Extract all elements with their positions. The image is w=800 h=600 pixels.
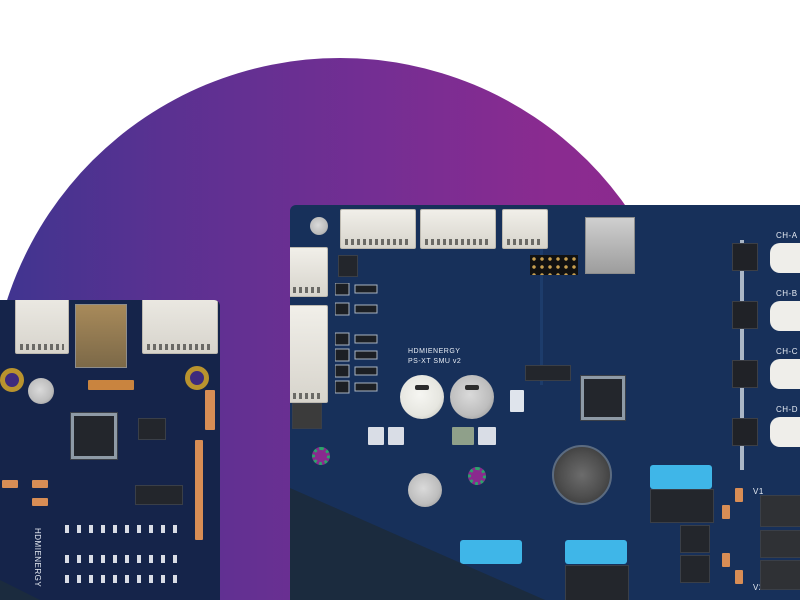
- ic-chip: [680, 525, 710, 553]
- component: [510, 390, 524, 412]
- connector: [420, 209, 496, 249]
- resistor: [2, 480, 18, 488]
- ic-chip: [138, 418, 166, 440]
- connector: [142, 300, 218, 354]
- component-array: [65, 525, 177, 583]
- relay: [650, 465, 712, 489]
- optocoupler: [732, 243, 758, 271]
- coin-cell-holder: [552, 445, 612, 505]
- resistor: [32, 480, 48, 488]
- voltage-label: V2: [753, 583, 764, 592]
- relay-base: [650, 489, 714, 523]
- microcontroller-chip: [70, 412, 118, 460]
- electrolytic-capacitor: [400, 375, 444, 419]
- connector: [290, 247, 328, 297]
- power-inductor: [408, 473, 442, 507]
- inductor: [368, 427, 384, 445]
- channel-label: CH-B: [776, 289, 798, 298]
- left-pcb-board: HDMIENERGY: [0, 300, 220, 600]
- resistor: [722, 505, 730, 519]
- ic-chip: [338, 255, 358, 277]
- board-model-label: PS-XT SMU v2: [408, 358, 462, 365]
- sd-card-slot: [585, 217, 635, 274]
- ic-chip: [680, 555, 710, 583]
- optocoupler: [732, 301, 758, 329]
- header: [195, 440, 203, 540]
- connector-small: [525, 365, 571, 381]
- inductor: [28, 378, 54, 404]
- power-transistor: [760, 530, 800, 558]
- sd-card-slot: [75, 304, 127, 368]
- board-brand-label: HDMIENERGY: [408, 348, 461, 355]
- mounting-hole: [185, 366, 209, 390]
- test-point: [468, 467, 486, 485]
- resistor: [722, 553, 730, 567]
- inductor: [478, 427, 496, 445]
- header: [205, 390, 215, 430]
- electrolytic-capacitor: [450, 375, 494, 419]
- connector: [15, 300, 69, 354]
- channel-label: CH-A: [776, 231, 798, 240]
- switch: [292, 403, 322, 429]
- terminal-ch-a: [770, 243, 800, 273]
- power-transistor: [760, 495, 800, 527]
- mosfet-array: [335, 283, 378, 394]
- connector: [502, 209, 548, 249]
- mounting-standoff: [310, 217, 328, 235]
- ic-chip: [135, 485, 183, 505]
- relay-base: [565, 565, 629, 600]
- relay: [460, 540, 522, 564]
- header: [88, 380, 134, 390]
- terminal-ch-c: [770, 359, 800, 389]
- optocoupler: [732, 360, 758, 388]
- channel-label: CH-D: [776, 405, 798, 414]
- terminal-ch-b: [770, 301, 800, 331]
- test-point: [312, 447, 330, 465]
- voltage-label: V1: [753, 487, 764, 496]
- resistor: [32, 498, 48, 506]
- inductor: [452, 427, 474, 445]
- power-transistor: [760, 560, 800, 590]
- trace: [540, 245, 543, 385]
- connector: [290, 305, 328, 403]
- pin-header: [530, 255, 578, 275]
- optocoupler: [732, 418, 758, 446]
- trace: [740, 240, 744, 470]
- resistor: [735, 488, 743, 502]
- relay: [565, 540, 627, 564]
- resistor: [735, 570, 743, 584]
- inductor: [388, 427, 404, 445]
- mounting-hole: [0, 368, 24, 392]
- microcontroller-chip: [580, 375, 626, 421]
- channel-label: CH-C: [776, 347, 798, 356]
- connector: [340, 209, 416, 249]
- terminal-ch-d: [770, 417, 800, 447]
